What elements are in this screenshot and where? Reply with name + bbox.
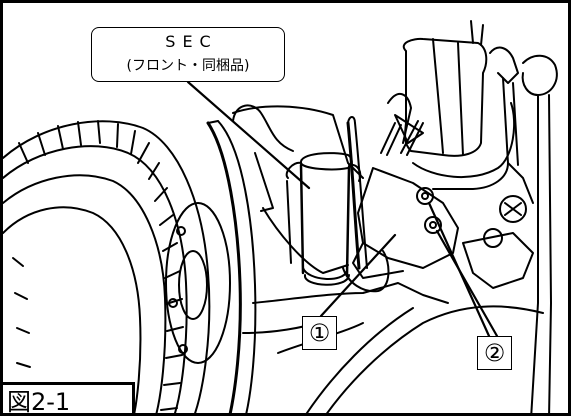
brake-disc-drawing [165, 120, 257, 413]
marker-2-leader-line-b [435, 229, 499, 338]
sec-part-drawing [285, 152, 362, 286]
tire-drawing [3, 120, 211, 413]
figure-label: 図2-1 [3, 382, 135, 413]
leader-lines [186, 80, 499, 338]
suspension-illustration [3, 20, 558, 413]
bracket-drawing [352, 167, 534, 289]
sec-callout-box: SEC (フロント・同梱品) [91, 27, 285, 82]
sec-title: SEC [165, 32, 218, 51]
marker-1: ① [302, 316, 337, 350]
sec-subtitle: (フロント・同梱品) [126, 58, 250, 74]
marker-2: ② [477, 336, 512, 370]
sec-leader-line [186, 80, 311, 190]
strut-drawing [402, 20, 558, 413]
marker-1-leader-line [319, 233, 397, 318]
harness-drawing [232, 93, 516, 293]
